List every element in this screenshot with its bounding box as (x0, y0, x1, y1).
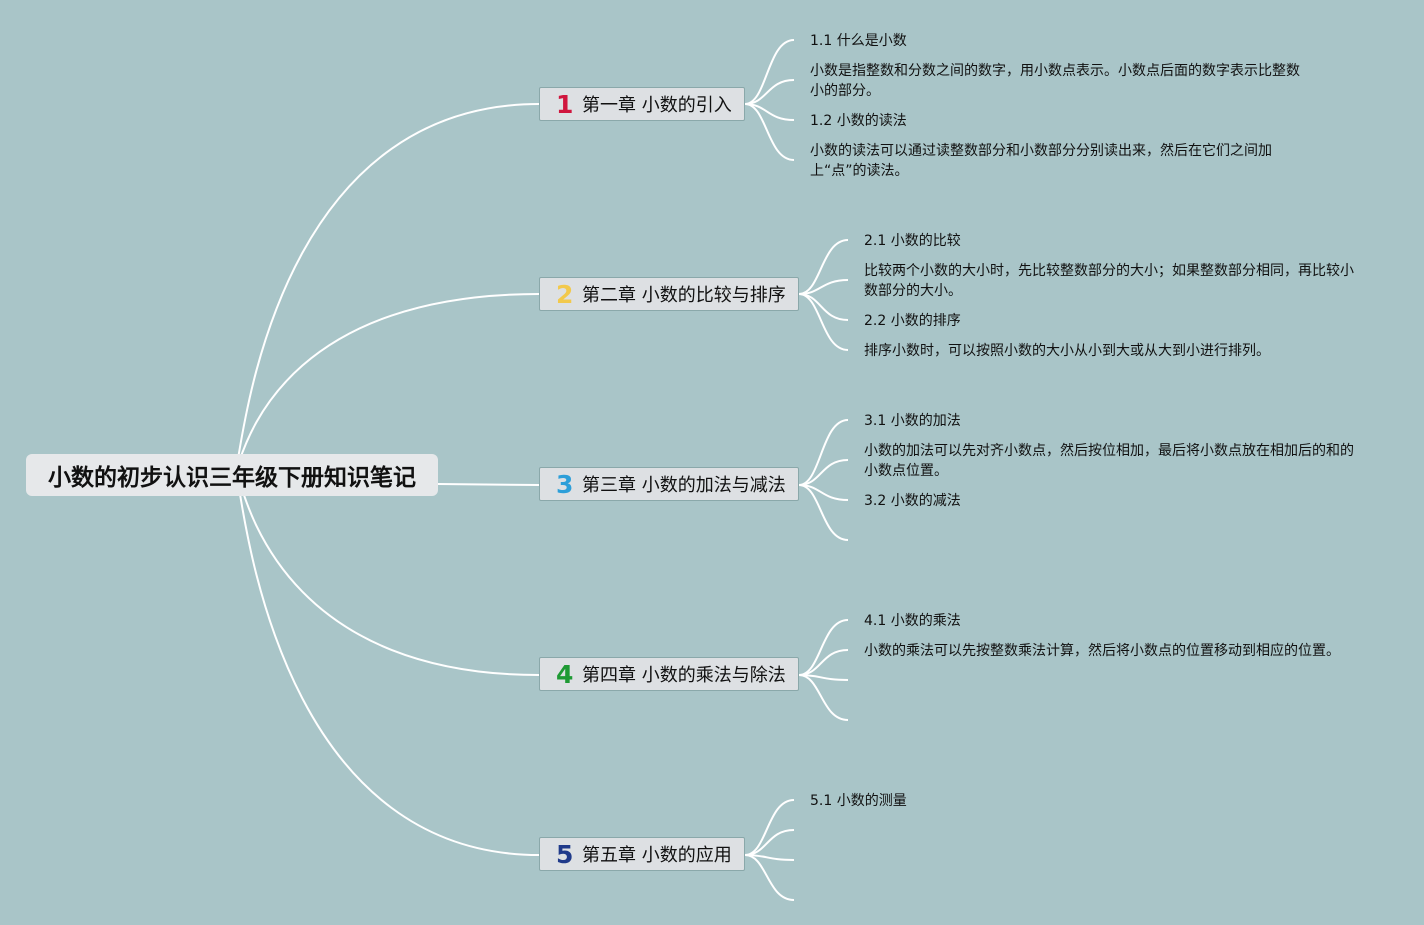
subtopic-label[interactable]: 3.1 小数的加法 (864, 413, 961, 429)
subtopic-label[interactable]: 2.1 小数的比较 (864, 233, 961, 249)
chapter-number-icon: 1 (556, 89, 574, 119)
chapter-number-icon: 2 (556, 279, 574, 309)
chapter-number-icon: 4 (556, 659, 574, 689)
chapter-5-topic[interactable]: 5 第五章 小数的应用 (539, 837, 745, 871)
chapter-3-topic[interactable]: 3 第三章 小数的加法与减法 (539, 467, 799, 501)
subtopic-note[interactable]: 小数是指整数和分数之间的数字，用小数点表示。小数点后面的数字表示比整数小的部分。 (810, 63, 1300, 99)
chapter-number-icon: 5 (556, 839, 574, 869)
subtopic-note[interactable]: 比较两个小数的大小时，先比较整数部分的大小；如果整数部分相同，再比较小数部分的大… (864, 263, 1354, 299)
chapter-title: 第四章 小数的乘法与除法 (582, 665, 786, 686)
subtopic-note[interactable]: 小数的乘法可以先按整数乘法计算，然后将小数点的位置移动到相应的位置。 (864, 643, 1340, 659)
chapter-number-icon: 3 (556, 469, 574, 499)
subtopic-connector (744, 854, 795, 901)
subtopic-note[interactable]: 小数的读法可以通过读整数部分和小数部分分别读出来，然后在它们之间加上“点”的读法… (810, 143, 1272, 179)
root-connector (235, 469, 540, 856)
subtopic-connector (744, 39, 795, 105)
subtopic-connector (744, 103, 795, 161)
subtopic-connector (744, 829, 795, 856)
chapter-4-topic[interactable]: 4 第四章 小数的乘法与除法 (539, 657, 799, 691)
subtopic-connector (798, 419, 849, 486)
subtopic-label[interactable]: 5.1 小数的测量 (810, 793, 907, 809)
root-title: 小数的初步认识三年级下册知识笔记 (48, 465, 416, 491)
root-connector (235, 103, 540, 471)
root-topic[interactable]: 小数的初步认识三年级下册知识笔记 (26, 454, 438, 496)
subtopic-label[interactable]: 1.1 什么是小数 (810, 33, 907, 49)
subtopic-label[interactable]: 3.2 小数的减法 (864, 493, 961, 509)
subtopic-connector (798, 674, 849, 721)
chapter-1-topic[interactable]: 1 第一章 小数的引入 (539, 87, 745, 121)
subtopic-connector (798, 484, 849, 541)
subtopic-label[interactable]: 2.2 小数的排序 (864, 313, 961, 329)
subtopic-connector (798, 649, 849, 676)
subtopic-connector (798, 293, 849, 321)
subtopic-connector (798, 619, 849, 676)
subtopic-label[interactable]: 1.2 小数的读法 (810, 113, 907, 129)
subtopic-connector (798, 459, 849, 486)
subtopic-connector (744, 79, 795, 105)
subtopic-label[interactable]: 4.1 小数的乘法 (864, 613, 961, 629)
root-connector (235, 469, 540, 676)
chapter-2-topic[interactable]: 2 第二章 小数的比较与排序 (539, 277, 799, 311)
chapter-title: 第二章 小数的比较与排序 (582, 285, 786, 306)
subtopic-note[interactable]: 排序小数时，可以按照小数的大小从小到大或从大到小进行排列。 (864, 343, 1270, 359)
chapter-title: 第三章 小数的加法与减法 (582, 475, 786, 496)
subtopic-connector (744, 799, 795, 856)
chapter-title: 第五章 小数的应用 (582, 845, 732, 866)
root-connector (437, 483, 540, 486)
subtopic-note[interactable]: 小数的加法可以先对齐小数点，然后按位相加，最后将小数点放在相加后的和的小数点位置… (864, 443, 1354, 479)
subtopic-connector (798, 239, 849, 295)
root-connector (235, 293, 540, 471)
chapter-title: 第一章 小数的引入 (582, 95, 732, 116)
subtopic-connector (798, 293, 849, 351)
